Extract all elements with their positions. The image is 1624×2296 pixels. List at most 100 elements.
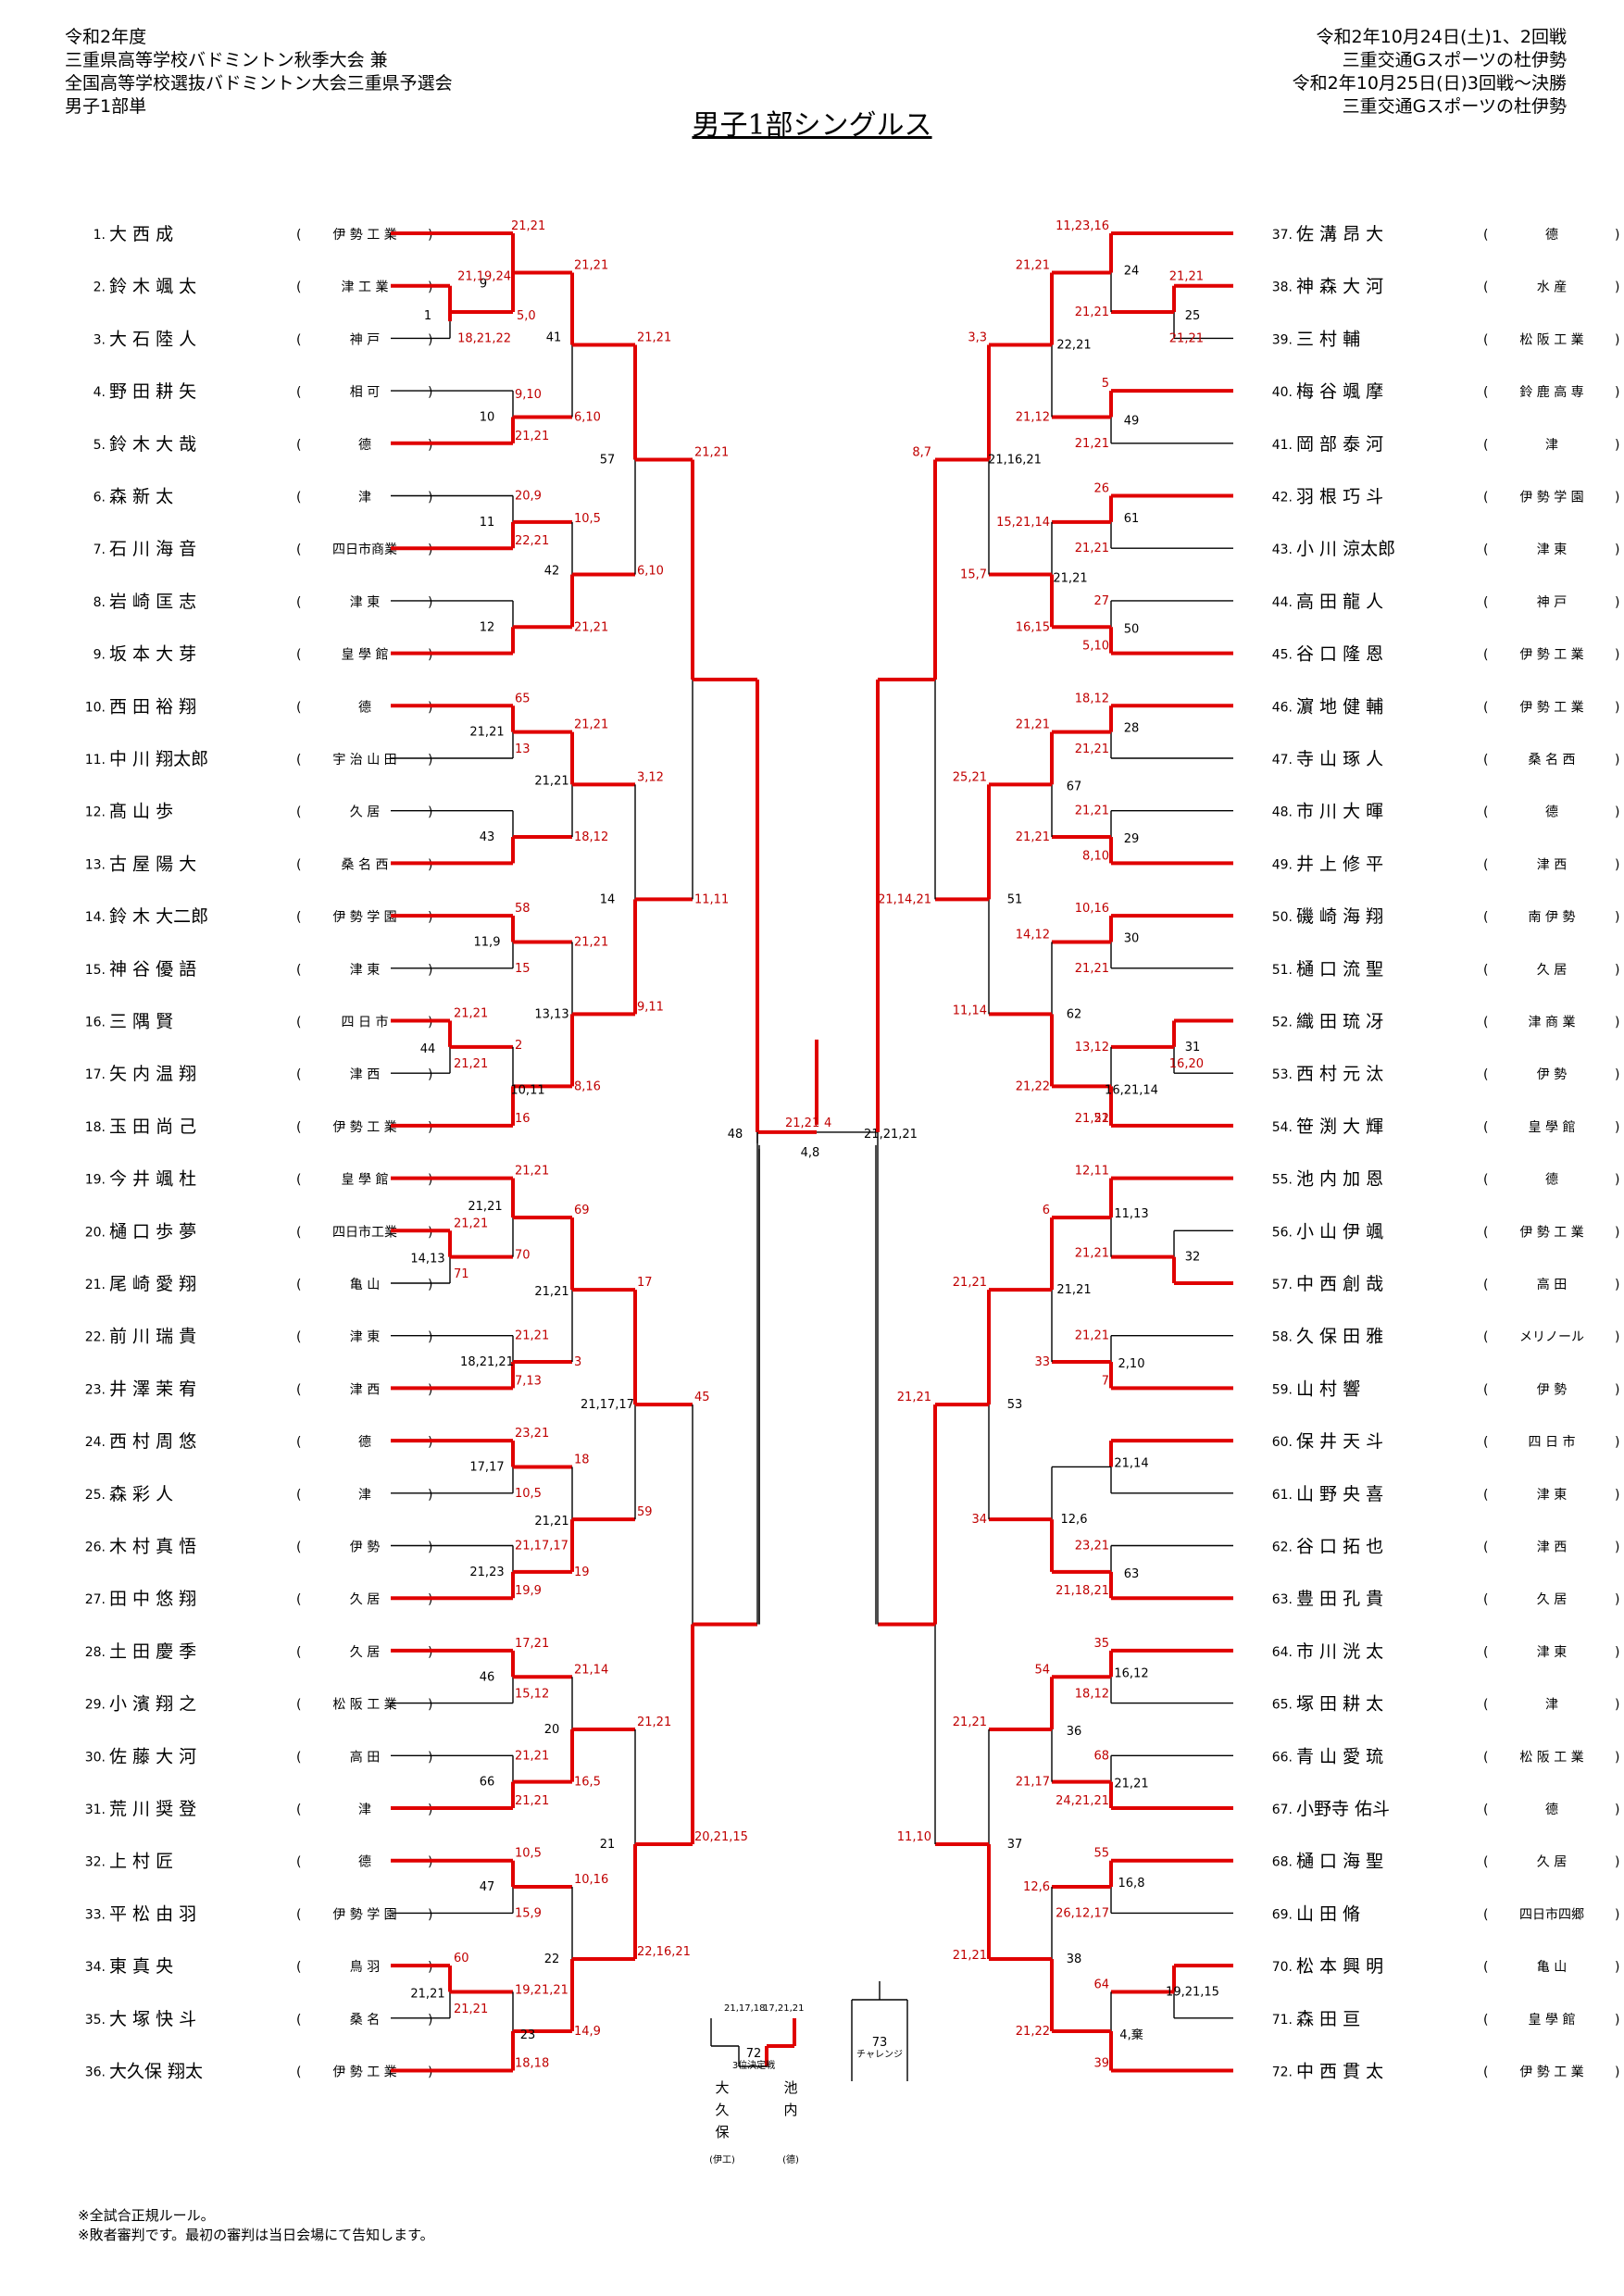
score-label: 21,21 (1169, 331, 1204, 345)
school-paren: ( (296, 1541, 301, 1555)
player-school: 伊 勢 工 業 (1519, 2065, 1583, 2080)
school-paren: ) (1615, 332, 1619, 347)
score-label: 27 (1093, 594, 1109, 608)
player-number: 40. (1272, 385, 1293, 400)
school-paren: ) (1615, 595, 1619, 610)
score-label: 21,21 (637, 1716, 671, 1729)
player-school: 松 阪 工 業 (332, 1698, 396, 1713)
player-school: 津 工 業 (342, 281, 389, 295)
player-name: 磯 崎 海 翔 (1296, 906, 1383, 927)
player-school: 亀 山 (350, 1278, 380, 1292)
school-paren: ( (296, 228, 301, 243)
match-number: 16,21,14 (1105, 1083, 1158, 1097)
player-name: 井 澤 茉 宥 (109, 1379, 196, 1399)
school-paren: ( (296, 753, 301, 767)
school-paren: ( (1483, 1435, 1488, 1450)
score-label: 21,21 (785, 1117, 819, 1130)
match-number: 42 (544, 565, 560, 579)
player-name: 濵 地 健 輔 (1296, 696, 1383, 717)
score-label: 18,18 (515, 2057, 549, 2071)
score-label: 21,21 (454, 1217, 488, 1230)
player-number: 30. (85, 1750, 106, 1765)
match-number: 11 (480, 516, 495, 530)
player-name: 西 田 裕 翔 (109, 696, 196, 717)
player-school: 桑 名 西 (342, 857, 389, 872)
match-number: 21,21 (469, 726, 504, 740)
player-name: 矢 内 温 翔 (109, 1064, 196, 1084)
player-number: 12. (85, 805, 106, 820)
player-name: 小 濱 翔 之 (109, 1694, 196, 1715)
school-paren: ) (428, 332, 432, 347)
school-paren: ) (428, 805, 432, 820)
school-paren: ) (1615, 1330, 1619, 1345)
player-school: 伊 勢 学 園 (332, 1907, 396, 1922)
match-number: 18,21,21 (460, 1355, 514, 1369)
match-number: 37 (1007, 1838, 1023, 1852)
header-right-line: 三重交通Gスポーツの杜伊勢 (1342, 96, 1567, 117)
school-paren: ( (1483, 753, 1488, 767)
school-paren: ) (428, 1278, 432, 1292)
school-paren: ( (296, 1488, 301, 1503)
score-label: 21,17 (1016, 1776, 1050, 1790)
school-paren: ) (1615, 2013, 1619, 2028)
school-paren: ( (1483, 1750, 1488, 1765)
score-label: 21,21 (694, 446, 729, 460)
header-left-line: 男子1部単 (65, 96, 147, 117)
player-number: 25. (85, 1488, 106, 1503)
player-school: 四 日 市 (1529, 1434, 1576, 1450)
player-school: 津 東 (350, 1330, 380, 1345)
player-school: 德 (358, 1855, 371, 1870)
player-name: 古 屋 陽 大 (109, 854, 196, 874)
score-label: 21,21 (637, 331, 671, 344)
player-name: 今 井 颯 杜 (109, 1169, 196, 1190)
school-paren: ) (1615, 438, 1619, 453)
school-paren: ( (1483, 1803, 1488, 1817)
player-name: 井 上 修 平 (1296, 854, 1383, 874)
player-name: 山 野 央 喜 (1296, 1484, 1383, 1504)
school-paren: ) (1615, 1645, 1619, 1660)
school-paren: ( (296, 1803, 301, 1817)
school-paren: ) (428, 1067, 432, 1082)
player-name: 豊 田 孔 貴 (1296, 1589, 1383, 1609)
school-paren: ( (1483, 491, 1488, 505)
score-label: 10,16 (574, 1873, 608, 1887)
school-paren: ( (1483, 281, 1488, 295)
school-paren: ) (1615, 1698, 1619, 1713)
match-number: 21,21 (534, 1285, 568, 1299)
school-paren: ( (296, 1645, 301, 1660)
player-number: 14. (85, 910, 106, 925)
school-paren: ) (1615, 1960, 1619, 1975)
player-number: 70. (1272, 1960, 1293, 1975)
score-label: 11,11 (694, 892, 729, 906)
school-paren: ) (428, 1907, 432, 1922)
player-name: 前 川 瑞 貴 (109, 1327, 196, 1347)
school-paren: ) (428, 385, 432, 400)
score-label: 7 (1102, 1374, 1109, 1388)
match-number: 21,21,21 (864, 1128, 918, 1142)
player-name: 東 真 央 (109, 1956, 173, 1977)
player-name: 織 田 琉 冴 (1296, 1012, 1383, 1032)
score-label: 16,5 (574, 1776, 601, 1790)
player-number: 2. (94, 281, 106, 295)
school-paren: ) (428, 595, 432, 610)
player-number: 9. (94, 648, 106, 663)
player-number: 19. (85, 1173, 106, 1188)
player-name: 樋 口 歩 夢 (109, 1221, 196, 1242)
player-number: 65. (1272, 1698, 1293, 1713)
score-label: 21,21 (1075, 1329, 1109, 1343)
match-number: 22,21 (1056, 338, 1091, 352)
score-label: 13 (515, 742, 531, 756)
school-paren: ) (1615, 1592, 1619, 1607)
school-paren: ( (1483, 1907, 1488, 1922)
school-paren: ( (1483, 1855, 1488, 1870)
score-label: 7,13 (515, 1374, 542, 1388)
player-number: 41. (1272, 438, 1293, 453)
player-school: 桑 名 (350, 2013, 380, 2028)
match-number: 23 (520, 2028, 536, 2042)
player-school: 伊 勢 学 園 (332, 910, 396, 925)
match-number: 62 (1067, 1007, 1082, 1021)
score-label: 21,21 (1075, 1112, 1109, 1126)
player-school: 德 (1545, 1803, 1558, 1817)
match-number: 21,21 (1056, 1283, 1091, 1297)
match-number: 24 (1124, 265, 1140, 279)
